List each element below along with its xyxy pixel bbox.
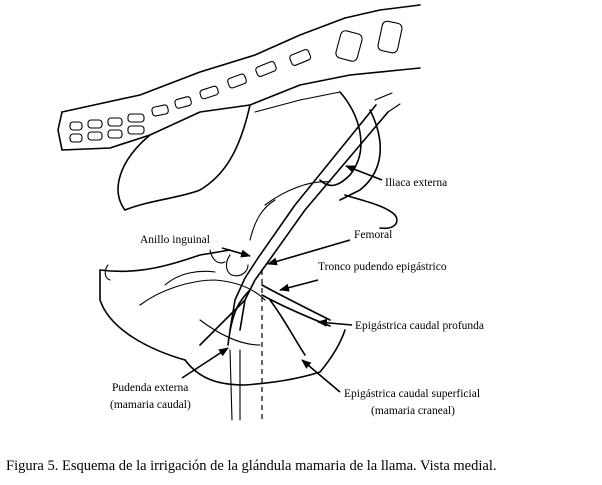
labels: Iliaca externa Anillo inguinal Femoral T… [110, 177, 484, 417]
label-femoral: Femoral [354, 229, 392, 241]
label-epigastrica-superficial: Epigástrica caudal superficial [344, 388, 480, 400]
label-anillo-inguinal: Anillo inguinal [140, 234, 210, 246]
pelvis-outline [99, 91, 398, 386]
label-pudenda-externa: Pudenda externa [112, 382, 188, 394]
vertebral-column [57, 4, 421, 151]
figure-caption: Figura 5. Esquema de la irrigación de la… [6, 458, 497, 474]
label-pudenda-externa-sub: (mamaria caudal) [110, 399, 191, 411]
label-arrows [181, 165, 383, 393]
label-tronco-pudendo: Tronco pudendo epigástrico [318, 261, 447, 273]
arteries [199, 92, 401, 421]
label-epigastrica-profunda: Epigástrica caudal profunda [355, 320, 484, 332]
label-iliaca-externa: Iliaca externa [385, 177, 447, 189]
label-epigastrica-superficial-sub: (mamaria craneal) [371, 405, 455, 417]
